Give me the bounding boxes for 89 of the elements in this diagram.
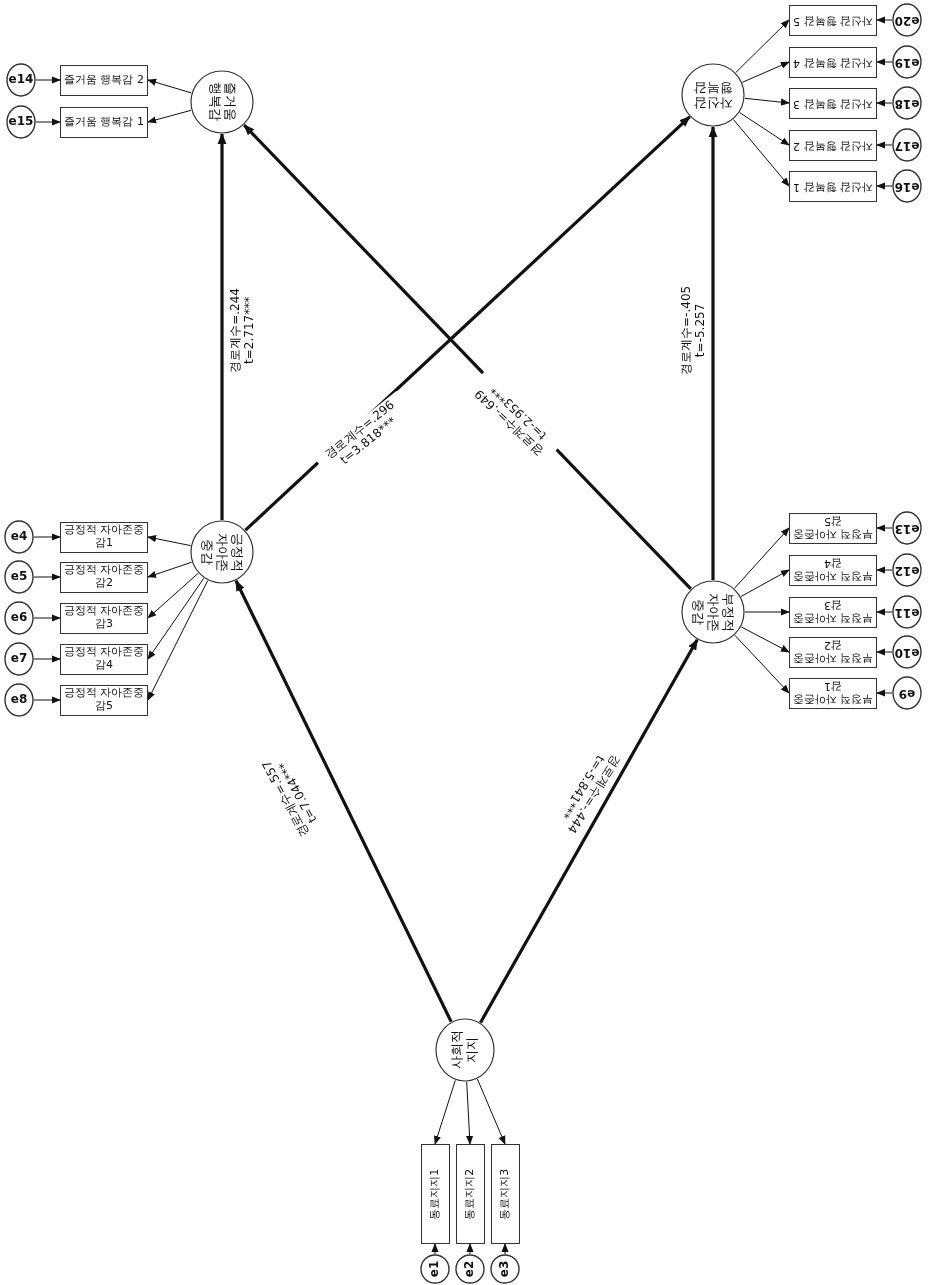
error-term-circle: e8 [4,683,34,717]
arrow [733,119,790,187]
indicator-box: 자신감 행복감 1 [789,170,877,202]
arrow [147,580,209,701]
arrow [735,19,790,73]
arrow [739,112,790,146]
latent-variable-circle: 즐거움 행복감 [190,70,254,134]
path-arrow [217,132,227,520]
arrow [876,566,893,574]
arrow [147,577,205,660]
arrow [33,696,61,704]
indicator-box: 긍정적 자아존중감5 [60,684,148,716]
error-term-circle: e9 [892,676,922,710]
arrow [876,58,893,66]
indicator-box: 부정적 자아존중감4 [789,554,877,586]
latent-variable-circle: 사회적 지지 [435,1018,495,1082]
error-term-circle: e10 [892,635,922,669]
path-arrow [479,638,699,1024]
indicator-box: 자신감 행복감 3 [789,87,877,119]
arrow [740,626,790,653]
error-term-circle: e3 [490,1254,520,1284]
arrow [734,527,790,589]
arrow [466,1081,474,1145]
indicator-box: 동료지지1 [420,1144,450,1244]
indicator-box: 부정적 자아존중감3 [789,596,877,628]
latent-variable-circle: 긍정적 자아존중감 [190,520,254,584]
arrow [744,97,790,106]
arrow [476,1078,506,1145]
indicator-box: 부정적 자아존중감5 [789,512,877,544]
arrow [876,689,893,697]
arrow [35,118,61,126]
arrow [876,524,893,532]
indicator-box: 긍정적 자아존중감2 [60,561,148,593]
indicator-box: 부정적 자아존중감1 [789,677,877,709]
arrow [740,569,790,597]
error-term-circle: e16 [892,169,922,203]
arrow [434,1079,456,1145]
arrow [33,614,61,622]
arrow [33,533,61,541]
error-term-circle: e7 [4,642,34,676]
latent-variable-circle: 부정적 자아존중감 [681,580,745,644]
arrow [147,561,193,578]
arrow [35,76,61,84]
indicator-box: 부정적 자아존중감2 [789,636,877,668]
indicator-box: 긍정적 자아존중감4 [60,643,148,675]
error-term-circle: e15 [6,105,36,139]
arrow [876,608,893,616]
indicator-box: 즐거움 행복감 2 [60,64,148,96]
arrow [876,182,893,190]
arrow [876,16,893,24]
arrow [147,109,192,124]
indicator-box: 즐거움 행복감 1 [60,106,148,138]
arrow [147,78,192,94]
indicator-box: 긍정적 자아존중감3 [60,602,148,634]
arrow [876,99,893,107]
path-arrow [708,125,718,580]
arrow [744,608,790,616]
error-term-circle: e2 [455,1254,485,1284]
error-term-circle: e13 [892,511,922,545]
error-term-circle: e19 [892,45,922,79]
arrow [501,1243,509,1255]
error-term-circle: e17 [892,128,922,162]
indicator-box: 자신감 행복감 4 [789,46,877,78]
path-arrow [234,579,453,1023]
indicator-box: 자신감 행복감 2 [789,129,877,161]
arrow [876,648,893,656]
latent-variable-circle: 자신감 행복감 [681,63,745,127]
arrow [431,1243,439,1255]
error-term-circle: e20 [892,3,922,37]
arrow [734,634,790,694]
error-term-circle: e14 [6,63,36,97]
indicator-box: 긍정적 자아존중감1 [60,521,148,553]
indicator-box: 자신감 행복감 5 [789,4,877,36]
error-term-circle: e11 [892,595,922,629]
error-term-circle: e12 [892,553,922,587]
arrow [466,1243,474,1255]
arrow [147,535,192,547]
arrow [147,572,199,619]
error-term-circle: e6 [4,601,34,635]
arrow [33,573,61,581]
indicator-box: 동료지지2 [455,1144,485,1244]
error-term-circle: e4 [4,520,34,554]
error-term-circle: e1 [420,1254,450,1284]
arrow [876,141,893,149]
arrow [741,61,790,83]
error-term-circle: e18 [892,86,922,120]
indicator-box: 동료지지3 [490,1144,520,1244]
arrow [33,655,61,663]
error-term-circle: e5 [4,560,34,594]
